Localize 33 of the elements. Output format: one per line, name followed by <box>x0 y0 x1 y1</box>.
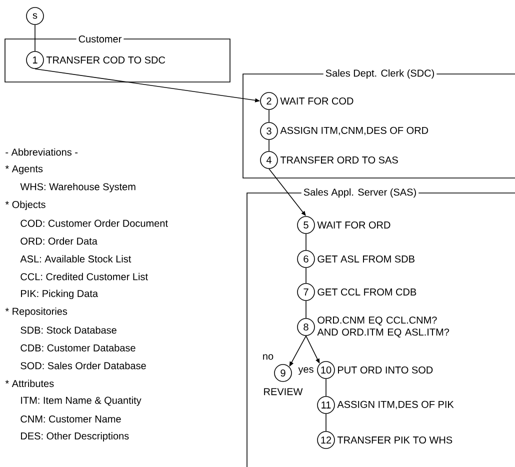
abbreviation-text: DES: Other Descriptions <box>21 432 129 442</box>
abbreviation-text: SDB: Stock Database <box>20 326 116 334</box>
step-text: ASSIGN ITM,DES OF PIK <box>337 400 454 410</box>
node-label: Sales Appl. Server (SAS) <box>304 188 416 198</box>
step-text: ORD.CNM EQ CCL.CNM? AND ORD.ITM EQ ASL.ITM? <box>317 316 450 338</box>
step-text: TRANSFER PIK TO WHS <box>337 436 452 444</box>
step-text: GET CCL FROM CDB <box>318 288 416 296</box>
abbreviation-text: ITM: Item Name & Quantity <box>21 396 142 406</box>
abbreviation-text: ASL: Available Stock List <box>20 255 132 262</box>
edge-label: yes <box>297 366 315 376</box>
step-text: PUT ORD INTO SOD <box>338 366 433 374</box>
abbreviation-text: COD: Customer Order Document <box>20 220 168 227</box>
step-text: TRANSFER COD TO SDC <box>46 56 166 64</box>
node-label: Sales Dept. Clerk (SDC) <box>326 69 434 79</box>
step-text: WAIT FOR COD <box>280 97 354 105</box>
step-text: REVIEW <box>264 388 303 396</box>
step-text: GET ASL FROM SDB <box>318 255 414 263</box>
step-text: TRANSFER ORD TO SAS <box>280 156 398 164</box>
abbreviation-text: CDB: Customer Database <box>20 344 136 352</box>
abbreviation-text: * Attributes <box>5 380 54 388</box>
edge-label: no <box>261 353 275 361</box>
abbreviation-text: CCL: Credited Customer List <box>20 272 148 280</box>
step-text: WAIT FOR ORD <box>317 221 390 229</box>
abbreviation-text: WHS: Warehouse System <box>20 182 136 192</box>
step-text: ASSIGN ITM,CNM,DES OF ORD <box>280 126 428 136</box>
abbreviation-text: ORD: Order Data <box>20 237 98 245</box>
abbreviation-text: SOD: Sales Order Database <box>20 362 146 370</box>
abbreviation-text: * Repositories <box>5 308 68 317</box>
abbreviation-text: - Abbreviations - <box>6 148 78 156</box>
abbreviation-text: CNM: Customer Name <box>20 415 121 423</box>
abbreviation-text: * Agents <box>5 165 43 174</box>
abbreviation-text: PIK: Picking Data <box>21 290 98 300</box>
abbreviation-text: * Objects <box>5 200 46 210</box>
